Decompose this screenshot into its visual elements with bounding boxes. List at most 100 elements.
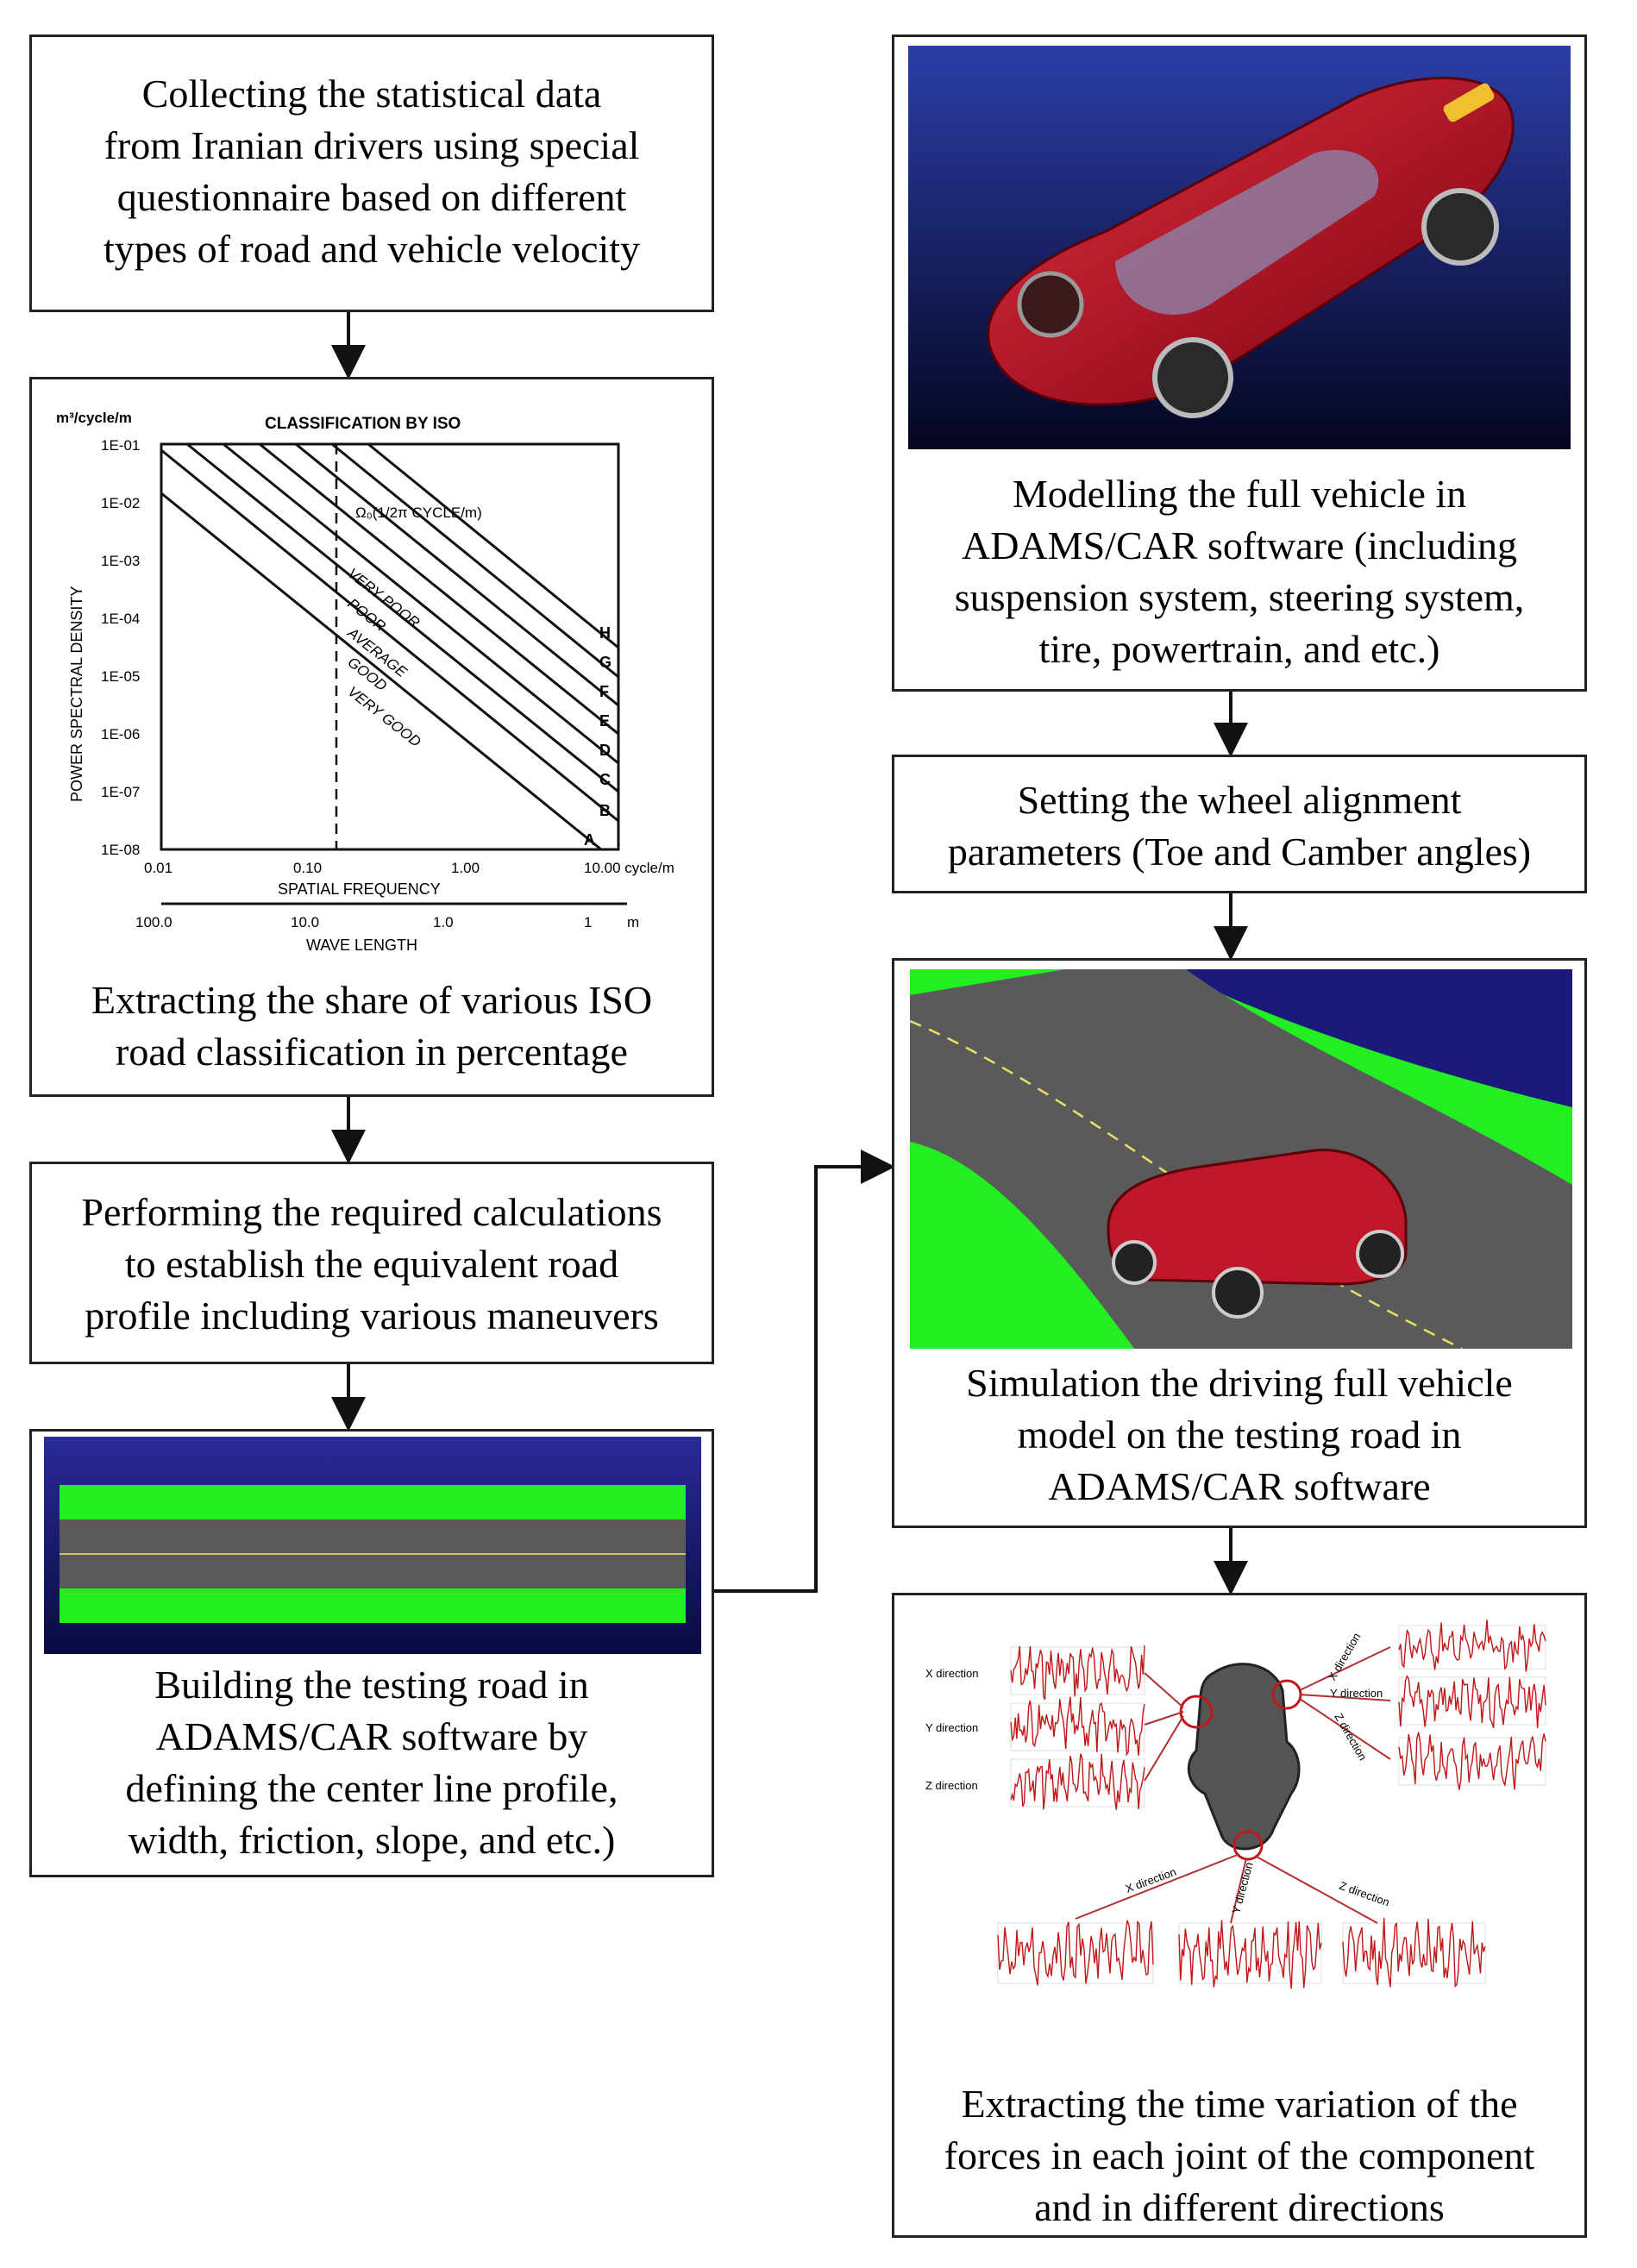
simulation-render — [910, 969, 1572, 1349]
leader-line — [1075, 1853, 1240, 1920]
force-signal-trace — [1398, 1732, 1546, 1790]
iso-road-classification-chart: m³/cycle/m CLASSIFICATION BY ISO 1E-01 1… — [56, 410, 674, 954]
sim-car-wheel-rear-right — [1212, 1267, 1264, 1319]
class-letter: H — [599, 624, 611, 642]
x-tick: 0.10 — [293, 860, 322, 876]
force-leader-lines — [1075, 1646, 1391, 1924]
sim-car-wheel-front — [1356, 1230, 1404, 1278]
y-tick: 1E-06 — [101, 726, 140, 742]
step-alignment-caption: Setting the wheel alignment parameters (… — [947, 778, 1532, 874]
wave-tick: m — [627, 914, 639, 930]
force-direction-labels: X direction Y direction Z direction X di… — [925, 1631, 1391, 1915]
wave-tick: 1 — [584, 914, 592, 930]
reference-frequency-label: Ω₀(1/2π CYCLE/m) — [355, 504, 482, 521]
step-forces-box: X direction Y direction Z direction X di… — [892, 1593, 1587, 2238]
direction-label: Y direction — [1229, 1861, 1255, 1915]
class-line-a — [160, 492, 602, 851]
leader-line — [1230, 1858, 1247, 1924]
class-line-d — [223, 442, 619, 765]
chart-x-label: SPATIAL FREQUENCY — [278, 880, 441, 898]
step-simulate-box: Simulation the driving full vehicle mode… — [892, 958, 1587, 1528]
y-tick: 1E-05 — [101, 668, 140, 685]
force-signal-group — [997, 1620, 1546, 1989]
class-line-b — [160, 448, 619, 823]
step-road-caption: Building the testing road in ADAMS/CAR s… — [125, 1663, 618, 1862]
car-wheel-front-left — [1017, 271, 1084, 338]
step-model-box: Modelling the full vehicle in ADAMS/CAR … — [892, 34, 1587, 692]
class-letter: A — [584, 831, 595, 849]
arrow-road-to-simulate — [714, 1150, 895, 1593]
wave-tick: 10.0 — [291, 914, 319, 930]
class-letter: F — [599, 683, 609, 700]
chart-wave-label: WAVE LENGTH — [306, 937, 417, 954]
step-forces-caption: Extracting the time variation of the for… — [944, 2082, 1535, 2229]
force-signal-trace — [1342, 1917, 1486, 1988]
testing-road-render — [44, 1437, 701, 1654]
force-signal-trace — [1178, 1920, 1322, 1989]
direction-label: Y direction — [925, 1721, 978, 1734]
force-signal-trace — [997, 1920, 1154, 1986]
signal-frame — [1178, 1922, 1322, 1984]
signal-frame — [1398, 1737, 1546, 1786]
class-letter: D — [599, 742, 611, 759]
class-line-h — [367, 442, 619, 649]
joint-marker-bottom — [1232, 1830, 1264, 1861]
signal-frame — [1342, 1922, 1486, 1984]
leader-line — [1299, 1698, 1391, 1760]
chart-wave-ticks: 100.0 10.0 1.0 1 m — [135, 914, 639, 930]
direction-label: Z direction — [1338, 1879, 1391, 1909]
car-cabin-glass — [1115, 150, 1379, 315]
chart-y-label: POWER SPECTRAL DENSITY — [68, 586, 85, 802]
step-collect-caption: Collecting the statistical data from Ira… — [103, 72, 641, 271]
class-line-f — [295, 442, 619, 707]
direction-label: Y direction — [1330, 1687, 1383, 1700]
chart-x-ticks: 0.01 0.10 1.00 10.00 cycle/m — [144, 860, 674, 876]
car-tail-light — [1443, 83, 1495, 122]
leader-line — [1254, 1855, 1378, 1924]
force-signals-panel: X direction Y direction Z direction X di… — [925, 1620, 1546, 1989]
wave-tick: 1.0 — [433, 914, 454, 930]
x-tick: 0.01 — [144, 860, 172, 876]
step-iso-box: m³/cycle/m CLASSIFICATION BY ISO 1E-01 1… — [29, 377, 714, 1097]
class-line-g — [331, 442, 619, 679]
y-tick: 1E-03 — [101, 553, 140, 569]
force-signal-trace — [1010, 1753, 1145, 1810]
sim-green-inner — [910, 1142, 1134, 1349]
direction-label: X direction — [925, 1667, 978, 1680]
class-line-e — [259, 442, 619, 736]
y-tick: 1E-08 — [101, 842, 140, 858]
chart-class-lines — [160, 442, 619, 851]
direction-label: X direction — [1124, 1865, 1178, 1895]
wave-tick: 100.0 — [135, 914, 172, 930]
class-letter: G — [599, 654, 612, 671]
step-simulate-caption: Simulation the driving full vehicle mode… — [966, 1361, 1513, 1508]
leader-line — [1144, 1711, 1184, 1726]
signal-frame — [1398, 1625, 1546, 1670]
class-letter: C — [599, 771, 611, 788]
chart-title: CLASSIFICATION BY ISO — [265, 415, 461, 433]
step-collect-box: Collecting the statistical data from Ira… — [29, 34, 714, 312]
road-green-edge-bottom — [60, 1588, 686, 1623]
x-tick: 10.00 cycle/m — [584, 860, 674, 876]
sim-car-wheel-rear-left — [1112, 1240, 1157, 1285]
chart-y-unit: m³/cycle/m — [56, 410, 132, 426]
leader-line — [1299, 1694, 1391, 1701]
class-letter: E — [599, 712, 610, 730]
steering-knuckle — [1187, 1663, 1301, 1851]
chart-quality-labels: VERY POOR POOR AVERAGE GOOD VERY GOOD — [344, 565, 424, 750]
vehicle-model-render — [908, 46, 1571, 449]
force-signal-trace — [1010, 1696, 1145, 1757]
class-line-c — [186, 442, 619, 793]
leader-line — [1144, 1672, 1184, 1708]
force-signal-trace — [1398, 1620, 1546, 1672]
direction-label: Z direction — [925, 1779, 978, 1792]
class-letter: B — [599, 802, 611, 819]
y-tick: 1E-02 — [101, 495, 140, 511]
x-tick: 1.00 — [451, 860, 480, 876]
step-iso-caption: Extracting the share of various ISO road… — [91, 978, 653, 1074]
car-wheel-rear — [1421, 188, 1499, 266]
leader-line — [1144, 1715, 1184, 1782]
step-calc-caption: Performing the required calculations to … — [81, 1190, 662, 1338]
chart-class-letters: A B C D E F G H — [584, 624, 612, 849]
